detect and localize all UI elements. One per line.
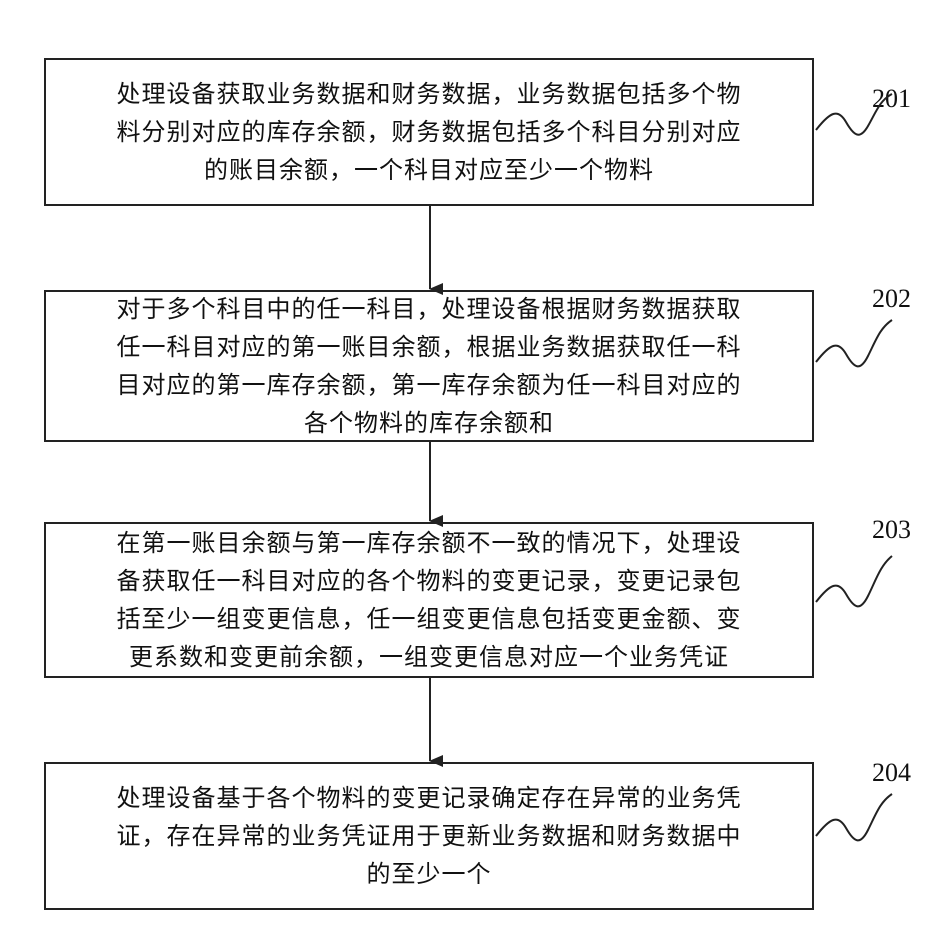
leader-squiggle-201 <box>816 94 892 135</box>
leader-squiggle-202 <box>816 320 892 366</box>
leader-squiggle-203 <box>816 556 892 606</box>
leader-squiggle-204 <box>816 794 892 840</box>
